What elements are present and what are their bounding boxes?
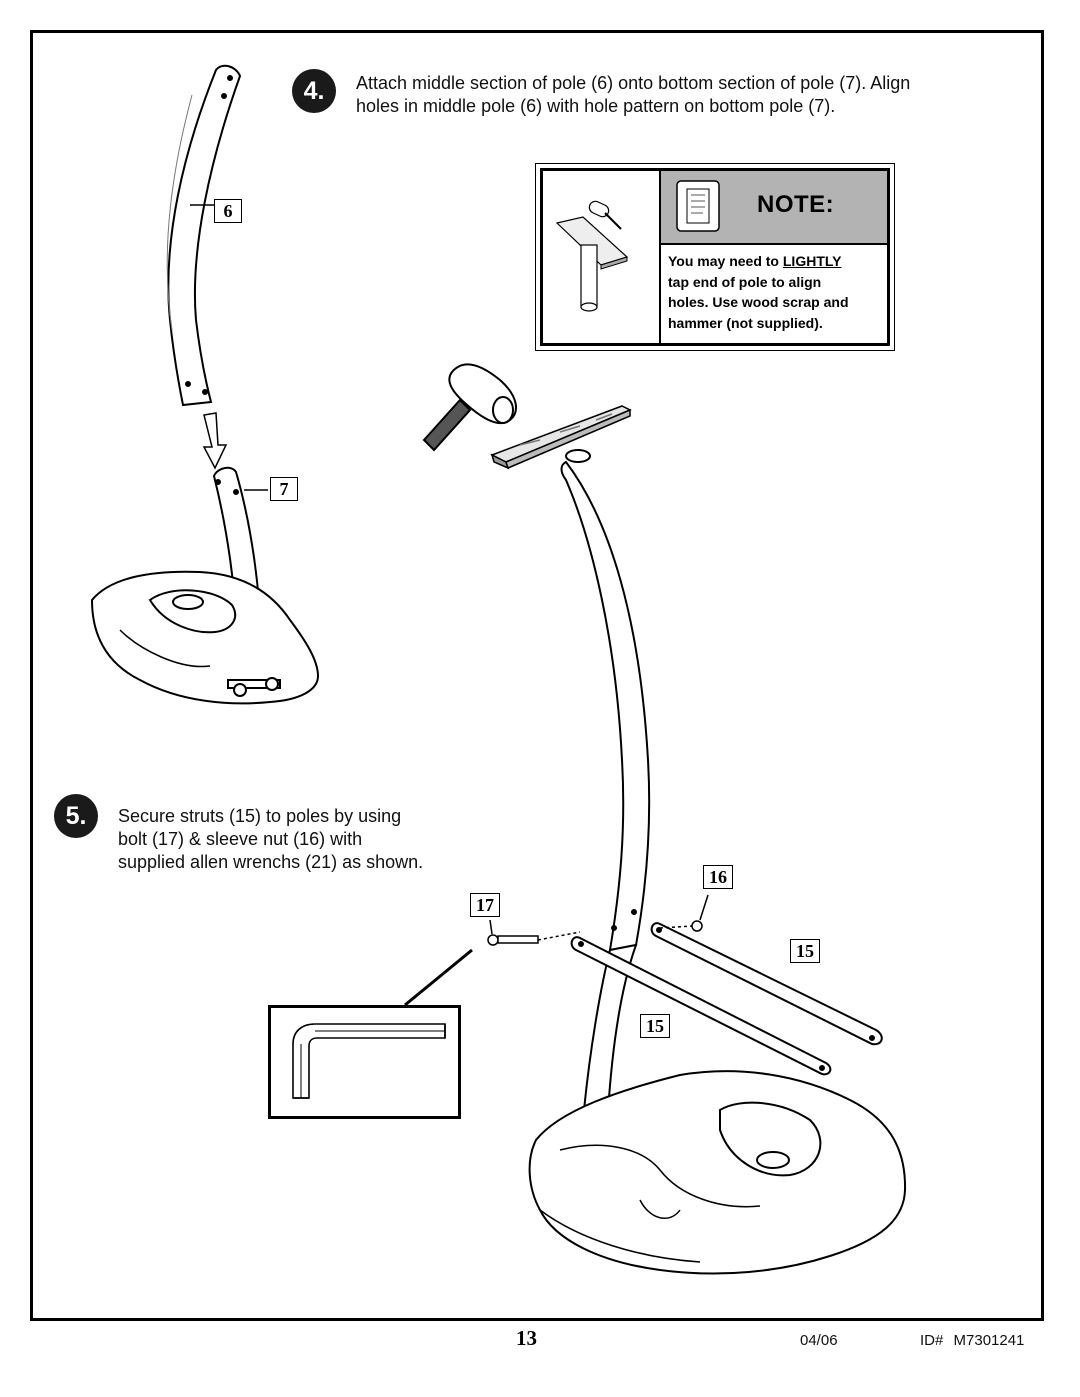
bolt-illustration xyxy=(487,919,581,946)
page-number: 13 xyxy=(516,1326,537,1350)
wood-scrap-illustration xyxy=(490,405,632,470)
callout-bottom-pole: 7 xyxy=(270,477,298,501)
note-line-1-emphasis: LIGHTLY xyxy=(782,253,842,269)
large-base-illustration xyxy=(528,1070,907,1275)
callout-bolt: 17 xyxy=(470,893,500,917)
note-illustration-panel xyxy=(543,171,661,343)
sleeve-nut-illustration xyxy=(659,894,709,932)
note-line-4: hammer (not supplied). xyxy=(668,314,823,331)
step-5-number: 5. xyxy=(65,801,87,830)
step-5-instructions: Secure struts (15) to poles by using bol… xyxy=(118,805,423,874)
document-date: 04/06 xyxy=(800,1332,838,1349)
large-pole-illustration xyxy=(560,449,651,1114)
note-inner-frame: NOTE: You may need to LIGHTLY tap end of… xyxy=(540,168,890,346)
page-frame xyxy=(30,30,1044,1321)
allen-wrench-icon xyxy=(292,1023,446,1099)
callout-strut-left: 15 xyxy=(640,1014,670,1038)
strut-left-illustration xyxy=(570,936,832,1076)
note-line-2: tap end of pole to align xyxy=(668,273,822,290)
note-box: NOTE: You may need to LIGHTLY tap end of… xyxy=(535,163,895,351)
step-5-line-1: Secure struts (15) to poles by using xyxy=(118,806,402,826)
hammer-illustration xyxy=(422,363,517,452)
down-arrow-icon xyxy=(202,412,228,470)
allen-wrench-box xyxy=(268,1005,461,1119)
step-5-line-2: bolt (17) & sleeve nut (16) with xyxy=(118,829,363,849)
step-4-badge: 4. xyxy=(292,69,336,113)
tap-pole-illustration xyxy=(555,200,629,312)
small-base-illustration xyxy=(90,570,320,705)
note-header: NOTE: xyxy=(661,171,887,245)
callout-middle-pole: 6 xyxy=(214,199,242,223)
step-4-line-1: Attach middle section of pole (6) onto b… xyxy=(356,73,911,93)
instruction-sheet-icon xyxy=(676,180,720,232)
step-5-badge: 5. xyxy=(54,794,98,838)
step-4-line-2: holes in middle pole (6) with hole patte… xyxy=(356,96,836,116)
callout-strut-right: 15 xyxy=(790,939,820,963)
step-5-line-3: supplied allen wrenchs (21) as shown. xyxy=(118,852,424,872)
step-4-number: 4. xyxy=(303,76,325,105)
wrench-leader-line xyxy=(404,948,473,1007)
middle-pole-illustration xyxy=(166,64,242,407)
callout-sleeve-nut: 16 xyxy=(703,865,733,889)
document-id: ID# M7301241 xyxy=(920,1332,1025,1349)
step-4-instructions: Attach middle section of pole (6) onto b… xyxy=(356,72,910,118)
note-text: You may need to LIGHTLY tap end of pole … xyxy=(668,251,883,333)
note-title: NOTE: xyxy=(757,191,835,218)
strut-right-illustration xyxy=(650,922,883,1046)
note-line-3: holes. Use wood scrap and xyxy=(668,294,849,310)
note-line-1-prefix: You may need to xyxy=(668,253,783,269)
